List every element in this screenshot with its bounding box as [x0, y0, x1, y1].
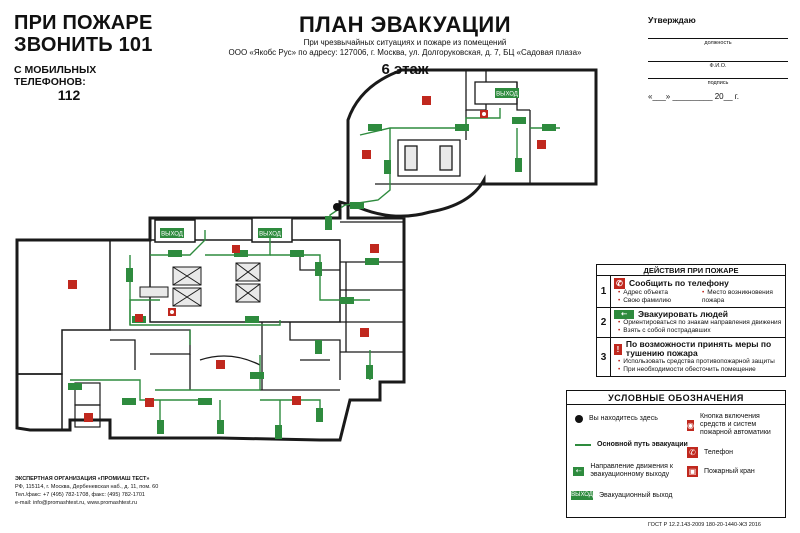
fire-extinguisher-icon: !	[614, 343, 622, 355]
org-phone: Тел./факс: +7 (495) 782-1708, факс: (495…	[15, 492, 145, 498]
phone-icon: ✆	[687, 447, 698, 458]
legend-panel: УСЛОВНЫЕ ОБОЗНАЧЕНИЯ Вы находитесь здесь…	[566, 390, 786, 518]
action-item: Свою фамилию	[623, 297, 672, 304]
action-item: Ориентироваться по знакам направления дв…	[623, 319, 782, 326]
org-name: ЭКСПЕРТНАЯ ОРГАНИЗАЦИЯ «ПРОМИАШ ТЕСТ»	[15, 476, 150, 482]
phone-icons	[68, 96, 546, 422]
fire-alarm-button-icon: ◉	[687, 419, 694, 431]
title-block: ПЛАН ЭВАКУАЦИИ При чрезвычайных ситуация…	[200, 12, 610, 78]
legend-here-label: Вы находитесь здесь	[589, 415, 658, 422]
legend-direction-label: Направление движения к эвакуационному вы…	[590, 463, 673, 478]
action-item: Место возникновения пожара	[702, 289, 773, 304]
legend-head: УСЛОВНЫЕ ОБОЗНАЧЕНИЯ	[567, 391, 785, 405]
action-num: 1	[597, 276, 611, 307]
gost-reference: ГОСТ Р 12.2.143-2009 180-20-1440-ЖЗ 2016	[648, 522, 761, 528]
approval-block: Утверждаю должность Ф.И.О. подпись «___»…	[648, 15, 788, 101]
org-email: e-mail: info@promashtest.ru, www.promash…	[15, 500, 138, 506]
action-row-1: 1 ✆Сообщить по телефону •Адрес объекта •…	[597, 276, 785, 308]
legend-button: ◉ Кнопка включения средств и систем пожа…	[687, 413, 783, 437]
room-walls	[110, 221, 404, 391]
title-subtitle-1: При чрезвычайных ситуациях и пожаре из п…	[303, 38, 507, 47]
exit-signs: ВЫХОД ВЫХОД ВЫХОД	[160, 88, 519, 238]
legend-phone-label: Телефон	[704, 448, 734, 456]
call-mobile-label: С МОБИЛЬНЫХ ТЕЛЕФОНОВ:	[14, 64, 97, 88]
elevator-shafts	[139, 262, 261, 307]
action-title: По возможности принять меры по тушению п…	[625, 339, 772, 358]
action-num: 2	[597, 308, 611, 337]
you-are-here-icon	[575, 415, 583, 423]
legend-button-label: Кнопка включения средств и систем пожарн…	[699, 413, 771, 436]
route-line-icon	[575, 444, 591, 446]
action-item: Взять с собой пострадавших	[623, 327, 711, 334]
exit-label-west: ВЫХОД	[161, 232, 183, 238]
call-line-1: ПРИ ПОЖАРЕ	[14, 12, 153, 34]
legend-exit: ВЫХОД Эвакуационный выход	[571, 491, 681, 500]
action-num: 3	[597, 338, 611, 376]
approval-cap-position: должность	[704, 40, 732, 46]
approval-line-3	[648, 71, 788, 79]
legend-hydrant: ▣ Пожарный кран	[687, 466, 755, 477]
exit-label-north: ВЫХОД	[496, 92, 518, 98]
approval-line-1	[648, 25, 788, 39]
action-item: При необходимости обесточить помещение	[623, 366, 756, 373]
approval-date: «___» _________ 20__ г.	[648, 92, 739, 101]
phone-icon: ✆	[614, 278, 625, 289]
action-row-3: 3 !По возможности принять меры по тушени…	[597, 338, 785, 376]
call-mobile-number: 112	[57, 87, 81, 103]
actions-head: ДЕЙСТВИЯ ПРИ ПОЖАРЕ	[597, 265, 785, 276]
action-item: Использовать средства противопожарной за…	[623, 358, 775, 365]
legend-phone: ✆ Телефон	[687, 447, 733, 458]
exit-sign-icon: ВЫХОД	[571, 491, 593, 500]
fire-equipment	[135, 110, 488, 322]
legend-route: Основной путь эвакуации	[575, 441, 688, 449]
direction-arrow-icon: ⇠	[573, 466, 585, 476]
legend-hydrant-label: Пожарный кран	[704, 467, 755, 475]
legend-direction: ⇠ Направление движения к эвакуационному …	[573, 463, 683, 479]
approval-cap-name: Ф.И.О.	[709, 63, 727, 69]
north-wing	[375, 70, 531, 185]
room-box-2	[74, 404, 101, 428]
building-outline	[15, 68, 598, 442]
fire-call-block: ПРИ ПОЖАРЕ ЗВОНИТЬ 101 С МОБИЛЬНЫХ ТЕЛЕФ…	[14, 12, 164, 103]
organization-block: ЭКСПЕРТНАЯ ОРГАНИЗАЦИЯ «ПРОМИАШ ТЕСТ» РФ…	[15, 475, 215, 507]
action-title: Сообщить по телефону	[629, 278, 729, 288]
page-title: ПЛАН ЭВАКУАЦИИ	[298, 12, 512, 37]
direction-signs	[68, 117, 556, 439]
approval-head: Утверждаю	[648, 15, 696, 25]
room-southwest	[17, 373, 63, 430]
fire-hydrant-icon: ▣	[687, 466, 698, 477]
approval-line-2	[648, 48, 788, 62]
org-address: РФ, 115114, г. Москва, Дербеневская наб.…	[15, 484, 159, 490]
exit-label-mid: ВЫХОД	[259, 232, 281, 238]
running-man-icon: ⇠	[614, 310, 634, 319]
legend-exit-label: Эвакуационный выход	[599, 491, 673, 499]
floor-label: 6 этаж	[381, 61, 429, 78]
you-are-here-marker	[333, 203, 341, 211]
action-title: Эвакуировать людей	[638, 309, 728, 319]
legend-here: Вы находитесь здесь	[575, 415, 658, 423]
room-west	[16, 239, 111, 375]
title-subtitle-2: ООО «Якобс Рус» по адресу: 127006, г. Мо…	[228, 48, 582, 57]
fire-actions-panel: ДЕЙСТВИЯ ПРИ ПОЖАРЕ 1 ✆ Сообщить по телеф…	[596, 264, 786, 377]
action-item: Адрес объекта	[623, 289, 668, 296]
approval-cap-signature: подпись	[707, 80, 729, 86]
call-line-2: ЗВОНИТЬ 101	[14, 34, 153, 56]
action-row-2: 2 ⇠Эвакуировать людей •Ориентироваться п…	[597, 308, 785, 338]
legend-route-label: Основной путь эвакуации	[597, 441, 688, 448]
